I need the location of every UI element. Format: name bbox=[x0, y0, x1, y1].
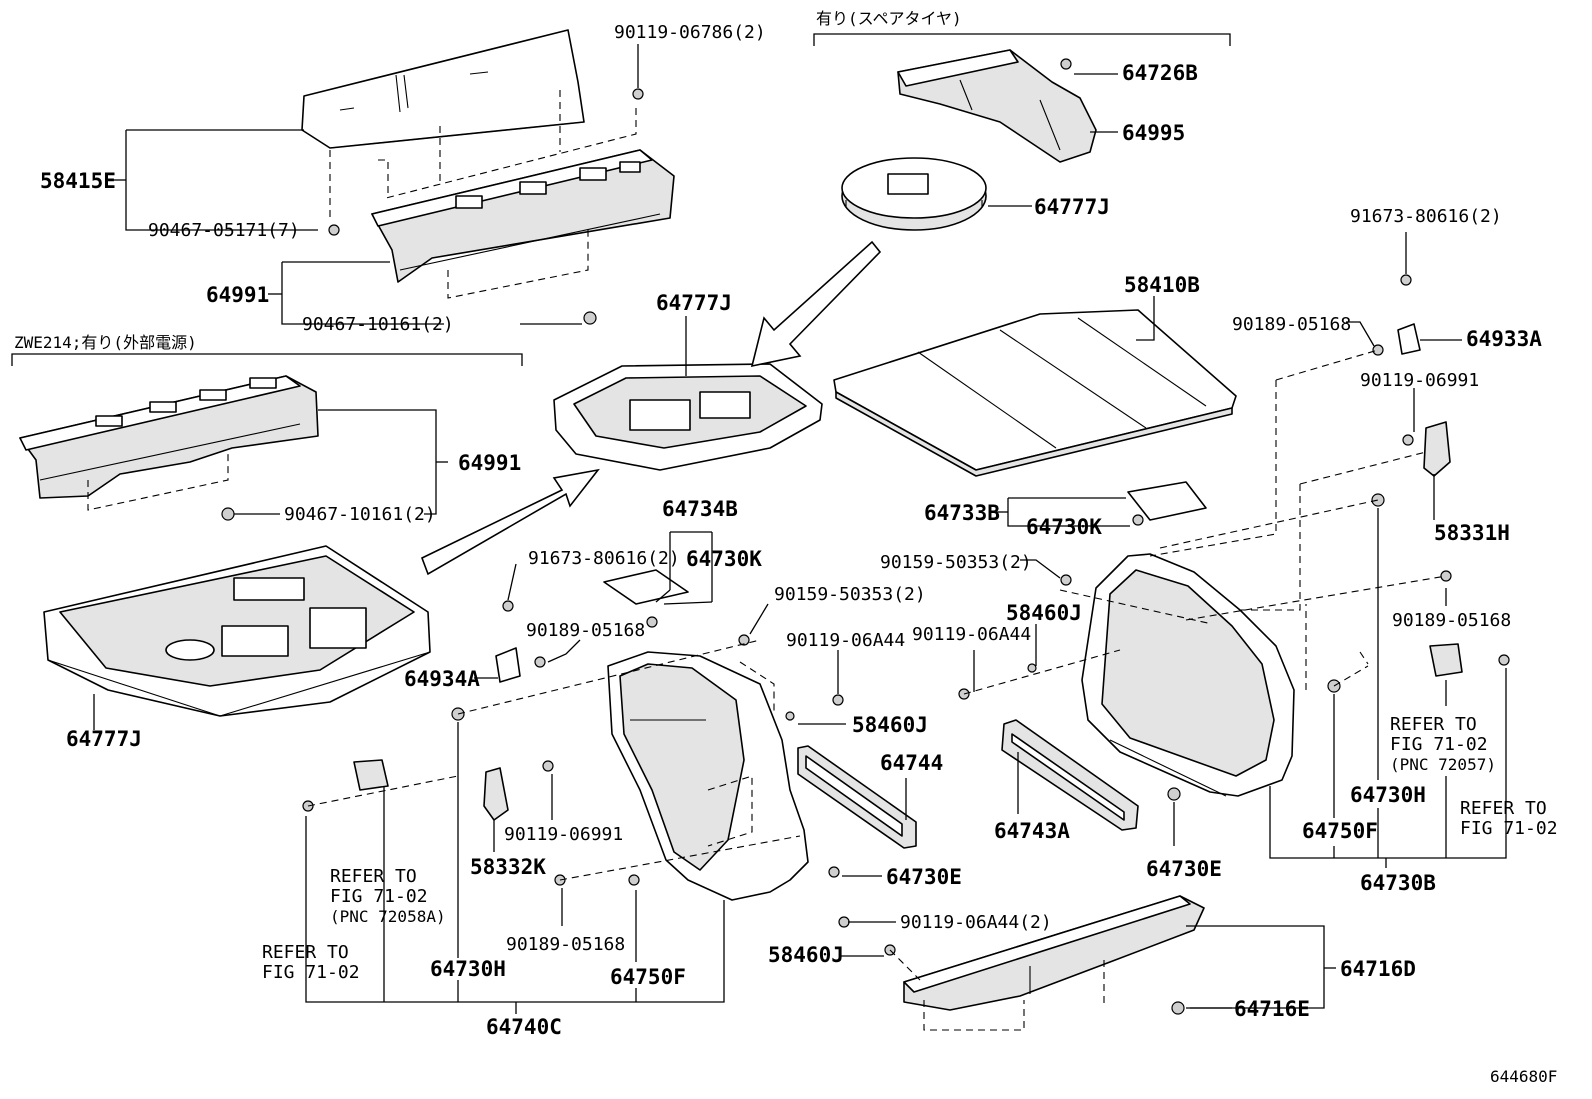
label-90119-06786[interactable]: 90119-06786(2) bbox=[614, 22, 766, 43]
label-64995[interactable]: 64995 bbox=[1122, 121, 1185, 145]
label-64730E-right[interactable]: 64730E bbox=[1146, 857, 1222, 881]
label-91673-80616-left[interactable]: 91673-80616(2) bbox=[528, 548, 680, 569]
refer-left-a-line3: (PNC 72058A) bbox=[330, 907, 446, 926]
label-90189-05168-right-top[interactable]: 90189-05168 bbox=[1232, 314, 1351, 335]
label-64726B[interactable]: 64726B bbox=[1122, 61, 1198, 85]
label-64734B[interactable]: 64734B bbox=[662, 497, 738, 521]
storage-tray-center-drawing bbox=[553, 363, 823, 471]
label-58460J-mid[interactable]: 58460J bbox=[1006, 601, 1082, 625]
label-90119-06991-right[interactable]: 90119-06991 bbox=[1360, 370, 1479, 391]
assembly-dash-lines bbox=[87, 90, 1447, 1031]
refer-left-b-line1[interactable]: REFER TO bbox=[262, 942, 349, 963]
label-64730H-right[interactable]: 64730H bbox=[1350, 783, 1426, 807]
label-64991-mid[interactable]: 64991 bbox=[458, 451, 521, 475]
label-90189-05168-bottom[interactable]: 90189-05168 bbox=[506, 934, 625, 955]
refer-right-a-line1[interactable]: REFER TO bbox=[1390, 714, 1477, 735]
left-side-trim-drawing bbox=[607, 651, 809, 901]
label-64730K-left[interactable]: 64730K bbox=[686, 547, 762, 571]
label-90119-06A44-left[interactable]: 90119-06A44 bbox=[786, 630, 905, 651]
label-64730H-left[interactable]: 64730H bbox=[430, 957, 506, 981]
figure-id: 644680F bbox=[1490, 1067, 1557, 1086]
refer-right-b-line2[interactable]: FIG 71-02 bbox=[1460, 818, 1558, 839]
spare-cover-drawing bbox=[897, 49, 1097, 163]
label-90119-06A44-mid[interactable]: 90119-06A44 bbox=[912, 624, 1031, 645]
refer-left-a-line1[interactable]: REFER TO bbox=[330, 866, 417, 887]
label-90119-06A44-2[interactable]: 90119-06A44(2) bbox=[900, 912, 1052, 933]
label-64777J-left[interactable]: 64777J bbox=[66, 727, 142, 751]
refer-right-b-line1[interactable]: REFER TO bbox=[1460, 798, 1547, 819]
label-64777J-top[interactable]: 64777J bbox=[1034, 195, 1110, 219]
part-labels: 有り(スペアタイヤ) ZWE214;有り(外部電源) 58415E 90119-… bbox=[14, 9, 1542, 1039]
label-90189-05168-left[interactable]: 90189-05168 bbox=[526, 620, 645, 641]
label-64933A[interactable]: 64933A bbox=[1466, 327, 1542, 351]
label-64750F-left[interactable]: 64750F bbox=[610, 965, 686, 989]
label-90467-10161-top[interactable]: 90467-10161(2) bbox=[302, 314, 454, 335]
label-90159-50353-right[interactable]: 90159-50353(2) bbox=[880, 552, 1032, 573]
right-side-trim-drawing bbox=[1081, 553, 1295, 797]
side-panels-drawing bbox=[797, 719, 1139, 849]
storage-tray-left-drawing bbox=[43, 545, 431, 717]
label-64934A[interactable]: 64934A bbox=[404, 667, 480, 691]
refer-right-a-line3: (PNC 72057) bbox=[1390, 755, 1496, 774]
label-90119-06991-left[interactable]: 90119-06991 bbox=[504, 824, 623, 845]
small-covers-drawing bbox=[603, 481, 1207, 605]
label-90467-10161-mid[interactable]: 90467-10161(2) bbox=[284, 504, 436, 525]
spare-holder-drawing bbox=[841, 157, 987, 231]
label-58331H[interactable]: 58331H bbox=[1434, 521, 1510, 545]
label-64730B[interactable]: 64730B bbox=[1360, 871, 1436, 895]
upper-bracket-drawing bbox=[371, 149, 675, 283]
refer-right-a-line2[interactable]: FIG 71-02 bbox=[1390, 734, 1488, 755]
label-64730E-left[interactable]: 64730E bbox=[886, 865, 962, 889]
direction-arrows bbox=[420, 240, 882, 576]
label-58410B[interactable]: 58410B bbox=[1124, 273, 1200, 297]
label-64743A[interactable]: 64743A bbox=[994, 819, 1070, 843]
label-64716D[interactable]: 64716D bbox=[1340, 957, 1416, 981]
header-spare-tire: 有り(スペアタイヤ) bbox=[816, 9, 962, 28]
label-64744[interactable]: 64744 bbox=[880, 751, 943, 775]
label-64777J-center[interactable]: 64777J bbox=[656, 291, 732, 315]
label-58332K[interactable]: 58332K bbox=[470, 855, 546, 879]
label-91673-80616-right[interactable]: 91673-80616(2) bbox=[1350, 206, 1502, 227]
deck-floor-board-drawing bbox=[833, 309, 1237, 477]
refer-left-b-line2[interactable]: FIG 71-02 bbox=[262, 962, 360, 983]
label-58415E[interactable]: 58415E bbox=[40, 169, 116, 193]
label-64716E[interactable]: 64716E bbox=[1234, 997, 1310, 1021]
label-64991-top[interactable]: 64991 bbox=[206, 283, 269, 307]
header-zwe214: ZWE214;有り(外部電源) bbox=[14, 333, 197, 352]
label-90467-05171[interactable]: 90467-05171(7) bbox=[148, 220, 300, 241]
rear-sill-drawing bbox=[903, 895, 1205, 1011]
label-64730K-right[interactable]: 64730K bbox=[1026, 515, 1102, 539]
label-64750F-right[interactable]: 64750F bbox=[1302, 819, 1378, 843]
label-90159-50353-left[interactable]: 90159-50353(2) bbox=[774, 584, 926, 605]
zwe214-bracket-drawing bbox=[19, 375, 319, 499]
deck-board-drawing bbox=[301, 29, 585, 149]
label-64733B[interactable]: 64733B bbox=[924, 501, 1000, 525]
reference-notes: REFER TO FIG 71-02 (PNC 72058A) REFER TO… bbox=[262, 714, 1558, 983]
leader-lines bbox=[93, 44, 1507, 1014]
brackets-drawing bbox=[353, 323, 1463, 821]
section-brackets bbox=[11, 33, 1231, 366]
label-64740C[interactable]: 64740C bbox=[486, 1015, 562, 1039]
refer-left-a-line2[interactable]: FIG 71-02 bbox=[330, 886, 428, 907]
label-58460J-left[interactable]: 58460J bbox=[852, 713, 928, 737]
label-58460J-bottom[interactable]: 58460J bbox=[768, 943, 844, 967]
label-90189-05168-right-mid[interactable]: 90189-05168 bbox=[1392, 610, 1511, 631]
